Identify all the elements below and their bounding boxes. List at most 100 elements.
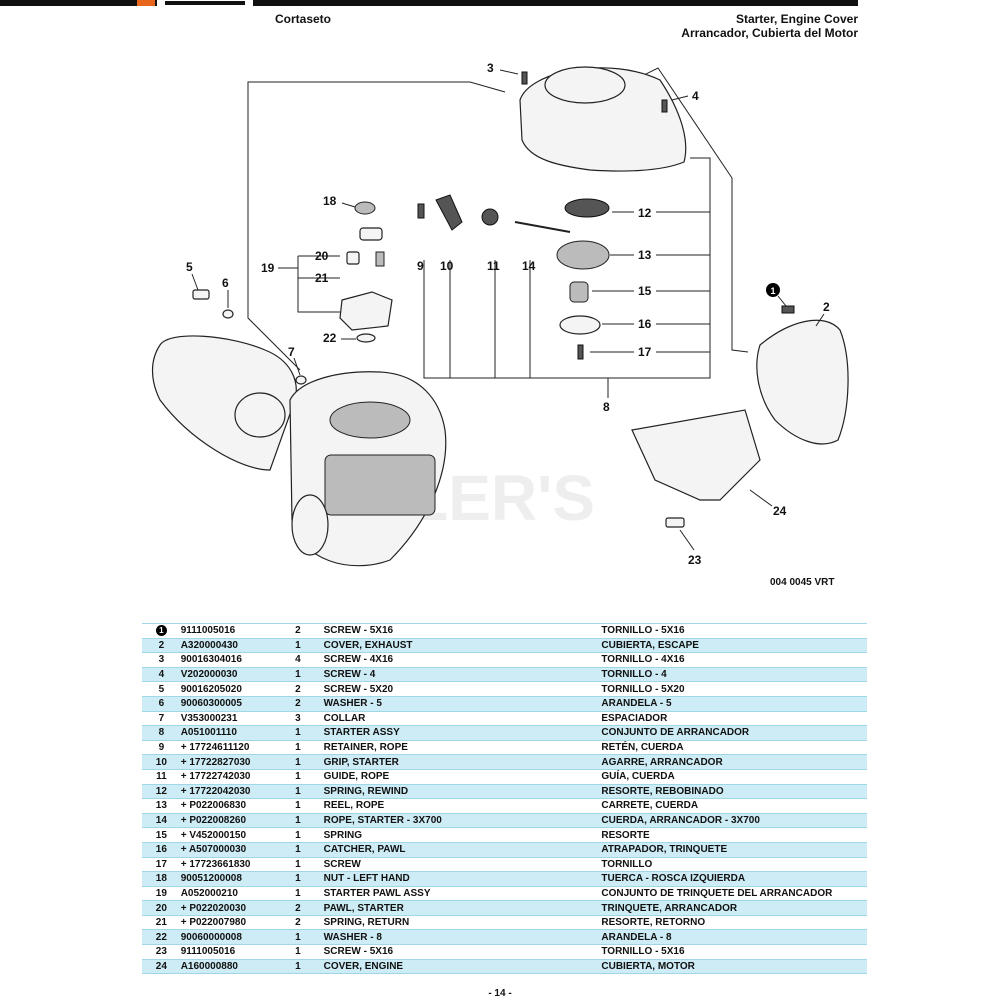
quantity-cell: 1 — [291, 784, 320, 800]
description-en-cell: RETAINER, ROPE — [319, 740, 598, 756]
ref-cell: 6 — [142, 696, 177, 712]
ref-badge: 1 — [155, 625, 167, 637]
section-title-en: Starter, Engine Cover — [735, 12, 858, 26]
callout-5: 5 — [186, 260, 193, 274]
callout-4: 4 — [692, 89, 699, 103]
callout-18: 18 — [323, 194, 337, 208]
quantity-cell: 1 — [291, 944, 320, 960]
description-es-cell: CONJUNTO DE TRINQUETE DEL ARRANCADOR — [597, 886, 867, 902]
ref-cell: 9 — [142, 740, 177, 756]
nut-part — [354, 201, 376, 215]
part-number-cell: A160000880 — [176, 959, 292, 975]
leader-line — [247, 81, 506, 371]
drive-housing-part — [291, 494, 329, 556]
description-es-cell: TUERCA - ROSCA IZQUIERDA — [597, 871, 867, 887]
leader-line — [633, 67, 749, 353]
description-es-cell: TORNILLO — [597, 857, 867, 873]
ref-cell: 7 — [142, 711, 177, 727]
side-engine-cover-part — [631, 409, 761, 501]
cylinder-fins-part — [324, 454, 436, 516]
leader-line — [749, 489, 773, 507]
leader-line — [293, 357, 301, 376]
section-title-es: Arrancador, Cubierta del Motor — [681, 26, 858, 40]
callout-1: 1 — [770, 286, 775, 296]
ref-cell: 5 — [142, 681, 177, 697]
ref-cell: 2 — [142, 638, 177, 654]
quantity-cell: 1 — [291, 929, 320, 946]
part-number-cell: + 17722827030 — [176, 754, 292, 770]
ref-cell: 17 — [142, 857, 177, 873]
part-number-cell: 90060300005 — [176, 696, 292, 712]
quantity-cell: 1 — [291, 842, 320, 858]
part-number-cell: 9111005016 — [176, 944, 292, 960]
description-es-cell: CUBIERTA, MOTOR — [597, 959, 867, 975]
description-es-cell: CONJUNTO DE ARRANCADOR — [597, 725, 867, 741]
description-es-cell: TORNILLO - 4X16 — [597, 652, 867, 668]
leader-line — [191, 273, 199, 291]
fuel-cap-part — [234, 392, 286, 438]
ref-cell: 15 — [142, 827, 177, 843]
ref-cell: 20 — [142, 900, 177, 916]
screw-17-part — [577, 344, 584, 360]
ref-cell: 4 — [142, 667, 177, 683]
callout-13: 13 — [638, 248, 652, 262]
description-en-cell: COVER, EXHAUST — [319, 638, 598, 654]
quantity-cell: 3 — [291, 711, 320, 727]
description-es-cell: RESORTE — [597, 827, 867, 843]
callout-11: 11 — [487, 259, 500, 273]
quantity-cell: 1 — [291, 769, 320, 785]
exploded-parts-diagram: TLER'S 3 4 18 20 — [151, 61, 849, 567]
description-es-cell: TORNILLO - 5X20 — [597, 681, 867, 697]
flywheel-part — [329, 401, 411, 439]
ref-cell: 18 — [142, 871, 177, 887]
description-en-cell: SCREW - 4 — [319, 667, 598, 683]
part-number-cell: V353000231 — [176, 711, 292, 727]
pawl-part — [346, 251, 360, 265]
rewind-spring-part — [564, 198, 610, 218]
quantity-cell: 1 — [291, 813, 320, 829]
description-es-cell: ARANDELA - 5 — [597, 696, 867, 712]
description-en-cell: STARTER PAWL ASSY — [319, 886, 598, 902]
rope-retainer-part — [417, 203, 425, 219]
ref-cell: 24 — [142, 959, 177, 975]
description-es-cell: ARANDELA - 8 — [597, 929, 867, 946]
brand-logo — [137, 0, 253, 6]
part-number-cell: A320000430 — [176, 638, 292, 654]
leader-line — [499, 69, 519, 75]
quantity-cell: 1 — [291, 638, 320, 654]
description-es-cell: TRINQUETE, ARRANCADOR — [597, 900, 867, 916]
quantity-cell: 1 — [291, 959, 320, 975]
ref-cell: 22 — [142, 929, 177, 946]
part-number-cell: + 17722042030 — [176, 784, 292, 800]
part-number-cell: A052000210 — [176, 886, 292, 902]
quantity-cell: 1 — [291, 740, 320, 756]
screw-23-part — [665, 517, 685, 528]
description-en-cell: COVER, ENGINE — [319, 959, 598, 975]
description-en-cell: SPRING — [319, 827, 598, 843]
quantity-cell: 2 — [291, 696, 320, 712]
ref-cell: 11 — [142, 769, 177, 785]
pawl-plate-part — [339, 291, 393, 331]
callout-24: 24 — [773, 504, 787, 518]
part-number-cell: 90051200008 — [176, 871, 292, 887]
description-en-cell: SCREW - 5X16 — [319, 944, 598, 960]
screw-5-part — [192, 289, 210, 300]
part-number-cell: + P022020030 — [176, 900, 292, 916]
leader-line — [777, 295, 787, 307]
part-number-cell: 9111005016 — [176, 623, 292, 639]
page-number: - 14 - — [488, 988, 512, 999]
description-es-cell: TORNILLO - 5X16 — [597, 944, 867, 960]
part-number-cell: + V452000150 — [176, 827, 292, 843]
description-en-cell: WASHER - 8 — [319, 929, 598, 946]
pawl-assy-bracket — [297, 256, 340, 313]
callout-7: 7 — [288, 345, 295, 359]
